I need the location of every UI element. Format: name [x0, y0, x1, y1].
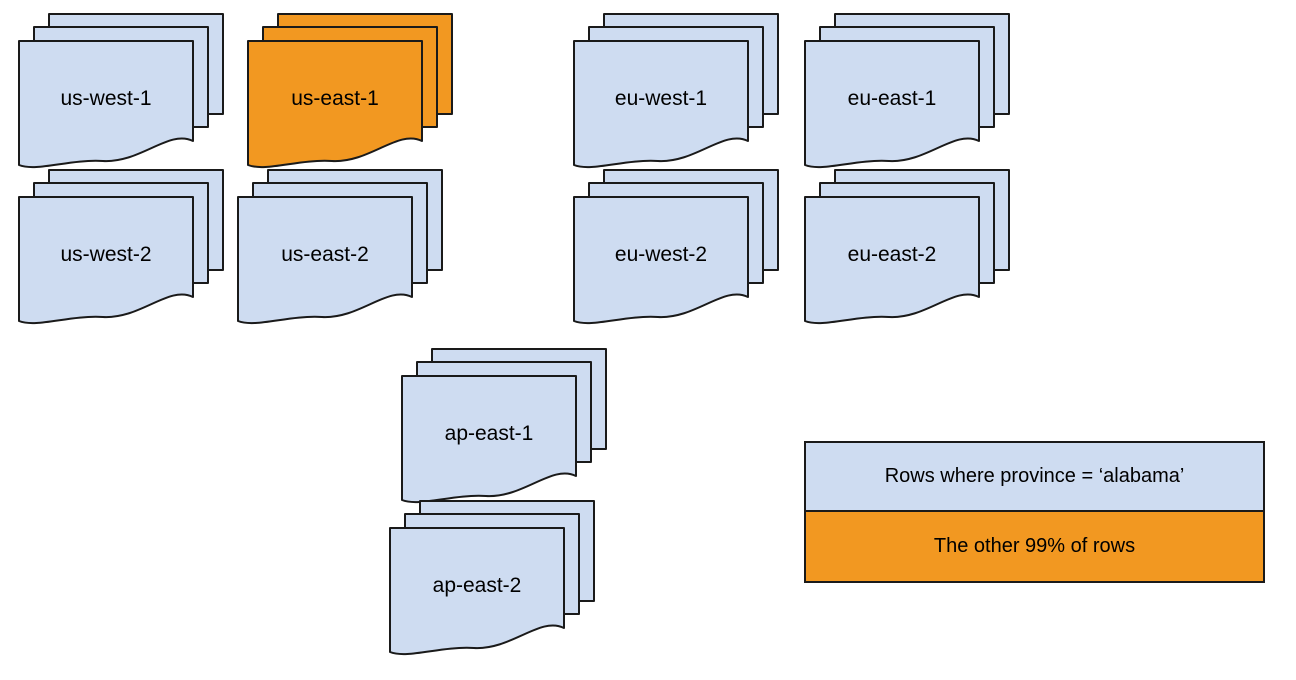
doc-sheet-front [247, 40, 423, 169]
doc-sheet-front [804, 196, 980, 325]
region-label: ap-east-1 [445, 422, 534, 445]
legend-item-alabama-rows: Rows where province = ‘alabama’ [806, 443, 1263, 512]
region-label: us-west-2 [60, 243, 151, 266]
doc-sheet-front [573, 196, 749, 325]
region-stack-ap-east-2: ap-east-2 [389, 500, 597, 658]
region-stack-eu-west-1: eu-west-1 [573, 13, 781, 171]
region-stack-eu-east-1: eu-east-1 [804, 13, 1012, 171]
region-label: eu-east-2 [848, 243, 937, 266]
document-stack-graphic: us-west-1 [18, 13, 224, 169]
region-label: eu-west-1 [615, 87, 707, 110]
doc-sheet-front [389, 527, 565, 656]
doc-sheet-front [18, 40, 194, 169]
document-stack-graphic: us-east-2 [237, 169, 443, 325]
region-label: eu-east-1 [848, 87, 937, 110]
region-stack-eu-east-2: eu-east-2 [804, 169, 1012, 327]
document-stack-graphic: us-west-2 [18, 169, 224, 325]
region-label: us-east-1 [291, 87, 379, 110]
document-stack-graphic: eu-west-1 [573, 13, 779, 169]
region-stack-us-west-2: us-west-2 [18, 169, 226, 327]
doc-sheet-front [18, 196, 194, 325]
doc-sheet-front [573, 40, 749, 169]
region-label: us-east-2 [281, 243, 369, 266]
legend-item-label: Rows where province = ‘alabama’ [884, 465, 1185, 487]
document-stack-graphic: ap-east-2 [389, 500, 595, 656]
document-stack-graphic: eu-east-1 [804, 13, 1010, 169]
legend-item-label: The other 99% of rows [933, 535, 1136, 557]
region-stack-us-east-2: us-east-2 [237, 169, 445, 327]
region-label: us-west-1 [60, 87, 151, 110]
legend-box: Rows where province = ‘alabama’ The othe… [804, 441, 1265, 583]
region-stack-ap-east-1: ap-east-1 [401, 348, 609, 506]
document-stack-graphic: us-east-1 [247, 13, 453, 169]
document-stack-graphic: eu-east-2 [804, 169, 1010, 325]
doc-sheet-front [237, 196, 413, 325]
region-stack-us-west-1: us-west-1 [18, 13, 226, 171]
doc-sheet-front [804, 40, 980, 169]
region-stack-eu-west-2: eu-west-2 [573, 169, 781, 327]
document-stack-graphic: ap-east-1 [401, 348, 607, 504]
document-stack-graphic: eu-west-2 [573, 169, 779, 325]
region-label: eu-west-2 [615, 243, 707, 266]
legend-item-other-rows: The other 99% of rows [806, 512, 1263, 581]
region-label: ap-east-2 [433, 574, 522, 597]
region-stack-us-east-1: us-east-1 [247, 13, 455, 171]
